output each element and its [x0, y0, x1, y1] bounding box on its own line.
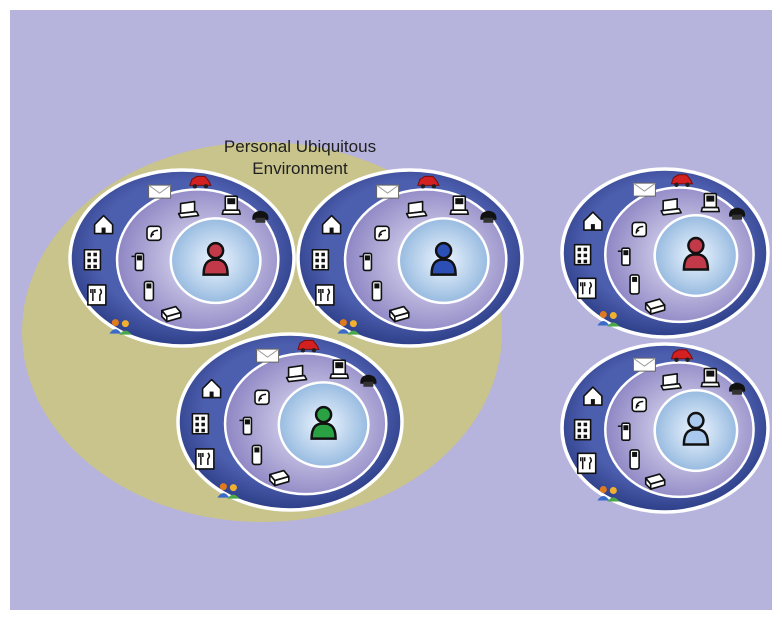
cellphone-icon [371, 280, 383, 302]
user-cluster-3 [176, 332, 404, 512]
person-icon [202, 241, 229, 276]
phone-icon [252, 210, 269, 223]
person-icon [430, 241, 457, 276]
wifi-icon [146, 225, 162, 242]
mobile-icon [359, 252, 373, 272]
phone-icon [729, 382, 746, 395]
restaurant-icon [195, 448, 215, 470]
pda-icon [449, 195, 470, 215]
phone-icon [480, 210, 497, 223]
environment-label-line-1: Personal Ubiquitous [223, 137, 377, 156]
user-cluster-2 [296, 168, 524, 348]
person-icon [310, 405, 337, 440]
laptop-icon [285, 364, 308, 383]
restaurant-icon [87, 284, 107, 306]
people-icon [597, 486, 620, 502]
restaurant-icon [315, 284, 335, 306]
printer-icon [388, 305, 410, 323]
environment-label-line-2: Environment [252, 159, 348, 178]
cellphone-icon [251, 444, 263, 466]
user-cluster-1 [68, 168, 296, 348]
building-icon [83, 248, 102, 271]
mobile-icon [617, 422, 631, 442]
printer-icon [644, 298, 666, 315]
car-icon [189, 175, 212, 189]
user-cluster-4 [560, 167, 770, 339]
wifi-icon [254, 389, 270, 406]
house-icon [93, 214, 114, 235]
laptop-icon [660, 372, 682, 391]
pda-icon [329, 359, 350, 380]
person-icon [682, 236, 710, 271]
laptop-icon [660, 198, 682, 216]
restaurant-icon [576, 452, 597, 475]
wifi-icon [374, 225, 390, 242]
mobile-icon [239, 416, 253, 436]
laptop-icon [177, 200, 200, 219]
restaurant-icon [576, 277, 597, 300]
laptop-icon [405, 200, 428, 219]
printer-icon [644, 473, 666, 490]
car-icon [297, 339, 320, 353]
pda-icon [700, 367, 721, 388]
cellphone-icon [143, 280, 155, 302]
envelope-icon [376, 184, 400, 199]
pda-icon [700, 192, 721, 213]
envelope-icon [256, 348, 280, 363]
mobile-icon [617, 247, 631, 267]
house-icon [321, 214, 342, 235]
people-icon [597, 311, 620, 327]
wifi-icon [631, 221, 648, 238]
environment-label: Personal Ubiquitous Environment [180, 136, 420, 180]
user-cluster-5 [560, 342, 770, 514]
envelope-icon [632, 357, 656, 372]
people-icon [337, 319, 360, 335]
cellphone-icon [629, 274, 640, 295]
building-icon [573, 243, 592, 266]
house-icon [201, 378, 222, 399]
mobile-icon [131, 252, 145, 272]
cellphone-icon [629, 449, 640, 470]
phone-icon [729, 207, 746, 220]
pda-icon [221, 195, 242, 215]
people-icon [109, 319, 132, 335]
car-icon [670, 349, 694, 362]
wifi-icon [631, 396, 648, 413]
car-icon [417, 175, 440, 189]
people-icon [217, 483, 240, 499]
car-icon [670, 174, 694, 187]
building-icon [311, 248, 330, 271]
printer-icon [161, 305, 182, 323]
person-icon [682, 411, 710, 446]
building-icon [191, 412, 210, 435]
phone-icon [360, 374, 377, 387]
printer-icon [268, 469, 290, 487]
envelope-icon [148, 184, 172, 199]
house-icon [583, 386, 603, 406]
envelope-icon [632, 182, 656, 197]
building-icon [573, 418, 592, 441]
house-icon [583, 211, 603, 231]
